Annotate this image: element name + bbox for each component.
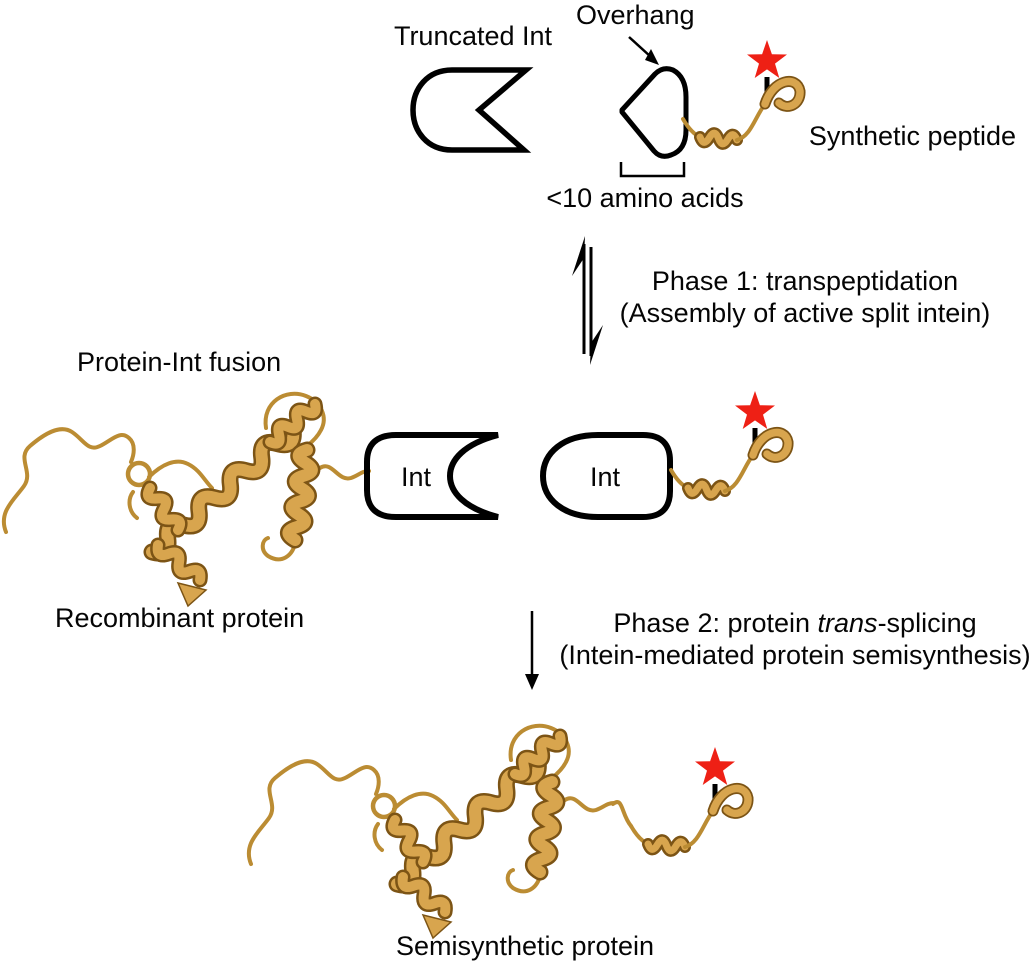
int-c-label: Int xyxy=(575,462,635,494)
spliced-peptide xyxy=(631,747,748,851)
semisynthetic-protein xyxy=(249,726,614,938)
phase2-caption: Phase 2: protein trans-splicing (Intein-… xyxy=(555,608,1031,671)
equilibrium-arrows-icon xyxy=(572,236,603,365)
synthetic-peptide-middle xyxy=(671,391,788,495)
splice-junction-coil xyxy=(611,800,633,828)
truncated-int-label: Truncated Int xyxy=(383,21,563,53)
amino-acids-label: <10 amino acids xyxy=(540,183,750,215)
phase2-arrowhead xyxy=(525,674,539,690)
overhang-pointer-arrowhead-icon xyxy=(645,49,659,65)
truncated-int-shape xyxy=(410,67,534,153)
truncated-int-label-text: Truncated Int xyxy=(393,21,553,51)
int-c-plug-shape xyxy=(539,432,673,520)
recombinant-protein xyxy=(4,394,369,606)
phase2-line1-post: -splicing xyxy=(877,608,977,638)
down-arrow-icon xyxy=(525,611,539,690)
phase1-line1: Phase 1: transpeptidation xyxy=(651,266,959,296)
synthetic-peptide xyxy=(683,40,800,144)
phase1-caption: Phase 1: transpeptidation (Assembly of a… xyxy=(600,266,1010,329)
int-c-label-text: Int xyxy=(589,462,621,492)
phase2-line1-italic: trans xyxy=(817,608,878,638)
protein-int-fusion-label-text: Protein-Int fusion xyxy=(77,347,282,377)
overhang-pointer-line xyxy=(628,36,652,58)
overhang-label: Overhang xyxy=(576,0,695,32)
amino-acids-bracket xyxy=(619,162,686,178)
phase1-line2: (Assembly of active split intein) xyxy=(619,297,991,328)
int-n-socket-shape xyxy=(364,432,499,520)
int-n-label: Int xyxy=(386,462,446,494)
synthetic-peptide-label: Synthetic peptide xyxy=(800,121,1025,153)
semisynthetic-protein-label-text: Semisynthetic protein xyxy=(395,931,655,961)
recombinant-protein-label-text: Recombinant protein xyxy=(55,603,305,633)
overhang-label-text: Overhang xyxy=(576,0,695,30)
down-arrow-barb xyxy=(590,325,603,365)
up-arrow-barb xyxy=(572,236,585,276)
phase2-line1: Phase 2: protein trans-splicing xyxy=(555,608,1031,640)
protein-int-fusion-label: Protein-Int fusion xyxy=(77,347,281,379)
amino-acids-label-text: <10 amino acids xyxy=(546,183,744,213)
phase2-line2: (Intein-mediated protein semisynthesis) xyxy=(559,639,1031,670)
synthetic-peptide-label-text: Synthetic peptide xyxy=(808,121,1017,151)
int-n-label-text: Int xyxy=(400,462,432,492)
overhang-wedge-shape xyxy=(619,66,689,159)
phase2-line1-pre: Phase 2: protein xyxy=(613,608,818,638)
recombinant-protein-label: Recombinant protein xyxy=(55,603,304,635)
semisynthetic-protein-label: Semisynthetic protein xyxy=(375,931,675,963)
